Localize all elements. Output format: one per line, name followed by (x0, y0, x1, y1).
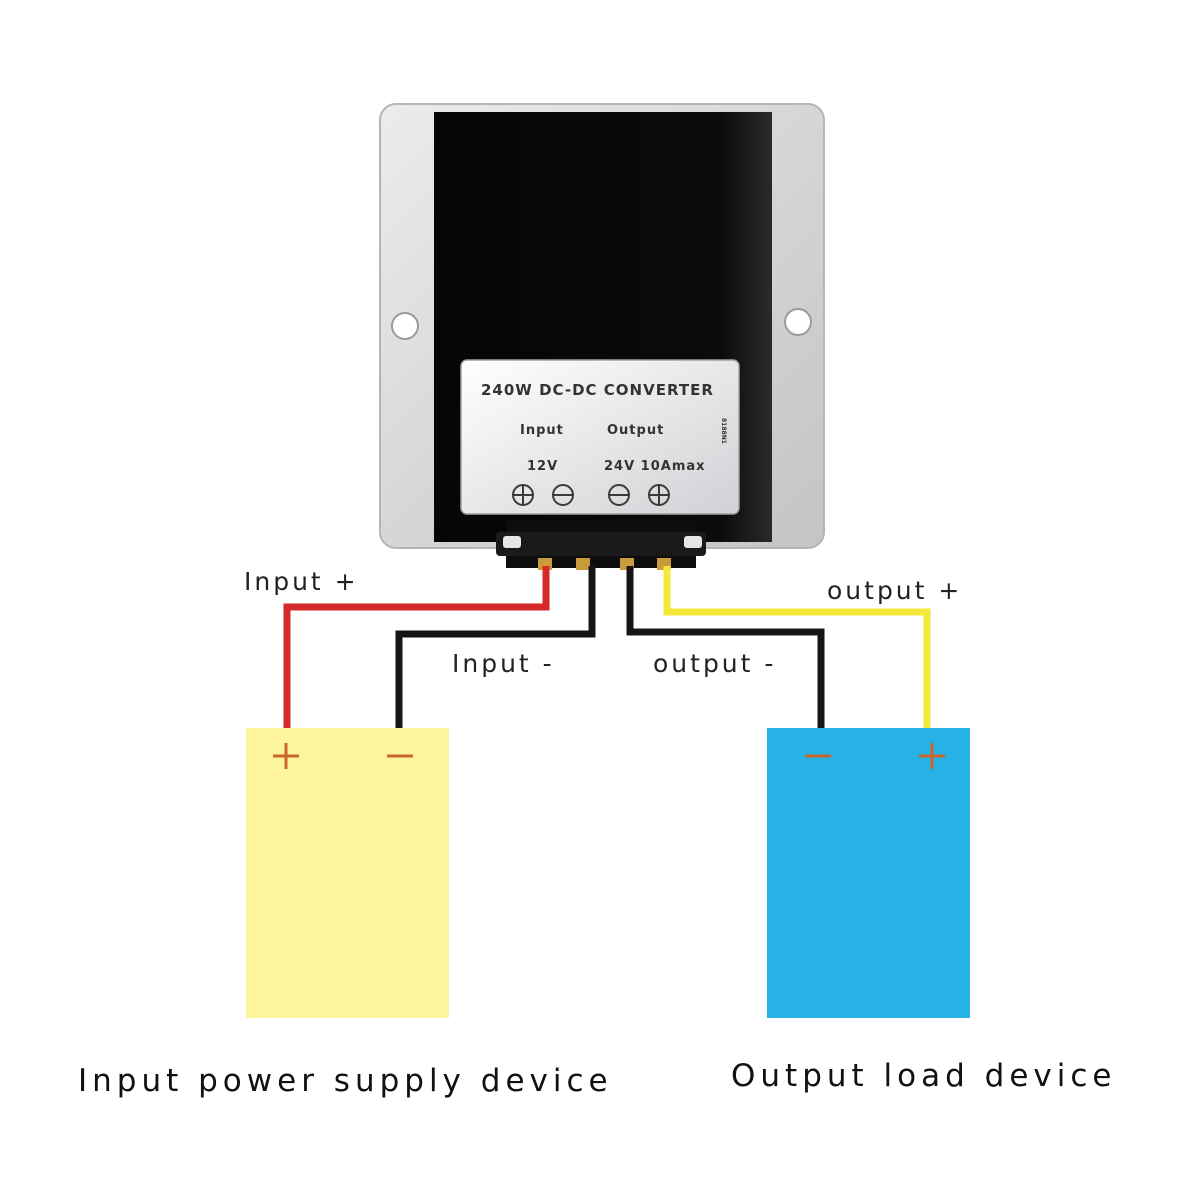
mounting-hole-right (784, 308, 812, 336)
output-device-plus-icon (919, 743, 945, 769)
mounting-hole-left (391, 312, 419, 340)
dc-dc-converter (379, 103, 825, 570)
plate-input-minus-icon (552, 484, 574, 506)
converter-input-voltage: 12V (527, 459, 559, 474)
label-plate-symbols (512, 484, 670, 506)
output-load-box (767, 728, 970, 1018)
converter-title: 240W DC-DC CONVERTER (481, 381, 714, 399)
terminal-clip-right (684, 536, 702, 548)
label-plate (460, 359, 740, 515)
output-device-minus-icon (805, 754, 831, 758)
terminal-clip-left (503, 536, 521, 548)
label-output-negative: output - (653, 649, 777, 678)
plate-output-plus-icon (648, 484, 670, 506)
caption-output-device: Output load device (731, 1058, 1117, 1094)
caption-input-device: Input power supply device (78, 1063, 613, 1099)
label-output-positive: output + (827, 576, 963, 605)
wire-output-negative (626, 566, 825, 728)
label-input-positive: Input + (244, 567, 359, 596)
wire-input-negative (395, 566, 596, 728)
wire-output-positive (663, 566, 931, 728)
converter-serial-mark: 8188N1 (720, 418, 727, 444)
converter-input-header: Input (520, 423, 564, 438)
plate-output-minus-icon (608, 484, 630, 506)
label-input-negative: Input - (452, 649, 555, 678)
plate-input-plus-icon (512, 484, 534, 506)
input-device-plus-icon (273, 743, 299, 769)
wire-input-positive (283, 566, 550, 728)
terminal-pin-2 (576, 558, 590, 570)
converter-output-header: Output (607, 423, 665, 438)
wires (283, 566, 931, 728)
input-power-supply-box (246, 728, 449, 1018)
converter-output-rating: 24V 10Amax (604, 459, 706, 474)
input-device-minus-icon (387, 754, 413, 758)
terminal-cover (496, 532, 706, 556)
